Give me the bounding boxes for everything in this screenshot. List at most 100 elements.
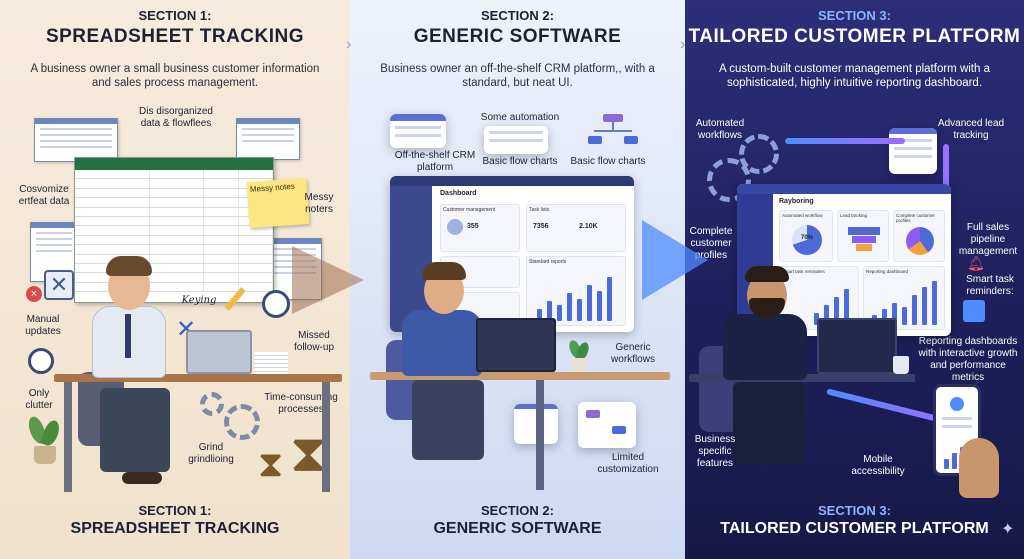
person-hair [745,266,789,282]
label-offshelf: Off-the-shelf CRM platform [394,150,476,173]
section1-footer-number: SECTION 1: [138,503,212,518]
section3-description: A custom-built customer management platf… [718,63,990,89]
label-missed: Missed follow-up [293,330,335,353]
label-generic-workflows: Generic workflows [611,342,655,365]
desk-leg [64,382,72,492]
pants [733,382,805,464]
section2-title: GENERIC SOFTWARE [413,26,622,47]
section2-footer-number: SECTION 2: [481,503,554,518]
section3-title: TAILORED CUSTOMER PLATFORM [688,26,1021,47]
label-complete-profiles: Complete customer profiles [689,226,733,261]
person-hair [422,262,466,280]
lead-tracking-window [889,128,937,174]
clock-icon [262,290,290,318]
label-reporting: Reporting dashboards with interactive gr… [918,336,1018,383]
person-hair [106,256,152,276]
pants [412,380,484,460]
crm-dashboard-window: Dashboard Customer management 355 Task l… [390,176,634,332]
section1-footer-title: SPREADSHEET TRACKING [70,520,280,537]
label-keying: Keying [181,295,217,306]
label-advanced-lead-tracking: Advanced lead tracking [937,118,1005,141]
transition-arrow-1 [292,246,364,314]
person-beard [749,298,785,318]
funnel-graphic [848,227,880,235]
lead-tracking-card: Lead tracking [837,210,889,262]
flow-arrow [785,138,905,144]
dashboard-title: Rayboring [779,198,814,205]
label-business-features: Business specific features [694,434,736,469]
panel-tailored-platform: SECTION 3: TAILORED CUSTOMER PLATFORM A … [685,0,1024,559]
person-business-owner [402,310,482,376]
gear-icon [739,134,779,174]
section2-footer-title: GENERIC SOFTWARE [433,520,602,537]
desk [370,372,670,380]
hourglass-icon: ⧗ [258,443,284,484]
section1-number: SECTION 1: [138,8,212,23]
plant-icon [25,414,63,464]
clock-icon [28,348,54,374]
desk-leg [536,380,544,490]
section3-footer-title: TAILORED CUSTOMER PLATFORM [720,520,989,537]
label-pipeline: Full sales pipeline management [958,222,1018,257]
coffee-mug-icon [893,356,909,374]
custom-dashboard-window: Rayboring Automated workflow 70% Lead tr… [737,184,951,336]
background-window [34,118,118,162]
section1-title: SPREADSHEET TRACKING [45,26,305,47]
close-x-icon: ✕ [44,270,74,300]
bell-icon: 🔔︎ [967,255,985,271]
pants [100,388,170,472]
gear-icon [200,392,224,416]
spreadsheet-window [74,157,274,303]
section3-footer-number: SECTION 3: [818,503,891,518]
label-basic-flow-2: Basic flow charts [570,156,646,167]
panel-generic-software: SECTION 2: GENERIC SOFTWARE Business own… [350,0,685,559]
pie-graphic [906,227,934,255]
laptop [817,318,897,374]
section2-description: Business owner an off-the-shelf CRM plat… [380,63,655,89]
standard-reports-card: Standard reports [526,256,626,326]
label-mobile: Mobile accessibility [851,454,905,477]
gear-icon [707,158,751,202]
shoes [122,472,162,484]
desk-leg [322,382,330,492]
automated-workflow-card: Automated workflow 70% [779,210,833,262]
label-disorganized: Dis disorganized data & flowflees [139,106,213,129]
section1-description: A business owner a small business custom… [30,63,320,89]
laptop [186,330,252,374]
gear-icon [224,404,260,440]
label-basic-flow-1: Basic flow charts [482,156,558,167]
label-reminders: Smart task reminders: [966,274,1014,297]
label-messy: Messy noters [304,192,334,215]
automation-window [484,126,548,154]
chevron-icon: › [346,36,352,53]
label-customize: Cosvomize ertfeat data [18,184,70,207]
hourglass-icon: ⧗ [290,425,327,483]
transition-arrow-2 [642,220,708,300]
chart-icon [963,300,985,322]
avatar [447,219,463,235]
custom-flow-window [578,402,636,448]
desk [54,374,342,382]
label-automation: Some automation [480,112,560,123]
sparkle-icon: ✦ [1001,521,1015,538]
label-only-clutter: Only clutter [25,388,53,411]
plant-icon [567,338,591,372]
paper-stack [254,352,288,374]
progress-ring [792,225,822,255]
task-lists-card: Task lists 7356 2.10K [526,204,626,252]
background-window [236,118,300,160]
panel-spreadsheet-tracking: SECTION 1: SPREADSHEET TRACKING A busine… [0,0,350,559]
label-grind: Grind grindlioing [188,442,234,465]
label-automated-workflows: Automated workflows [695,118,745,141]
section3-number: SECTION 3: [818,8,891,23]
profile-card-window [390,114,446,148]
chevron-icon: › [680,36,686,53]
person-business-owner [723,314,807,380]
tie [125,314,131,358]
error-icon: × [26,286,42,302]
customer-profiles-card: Complete customer profiles [893,210,945,262]
laptop [476,318,556,372]
section2-number: SECTION 2: [481,8,554,23]
dashboard-title: Dashboard [440,190,477,197]
customer-management-card: Customer management 355 [440,204,520,252]
